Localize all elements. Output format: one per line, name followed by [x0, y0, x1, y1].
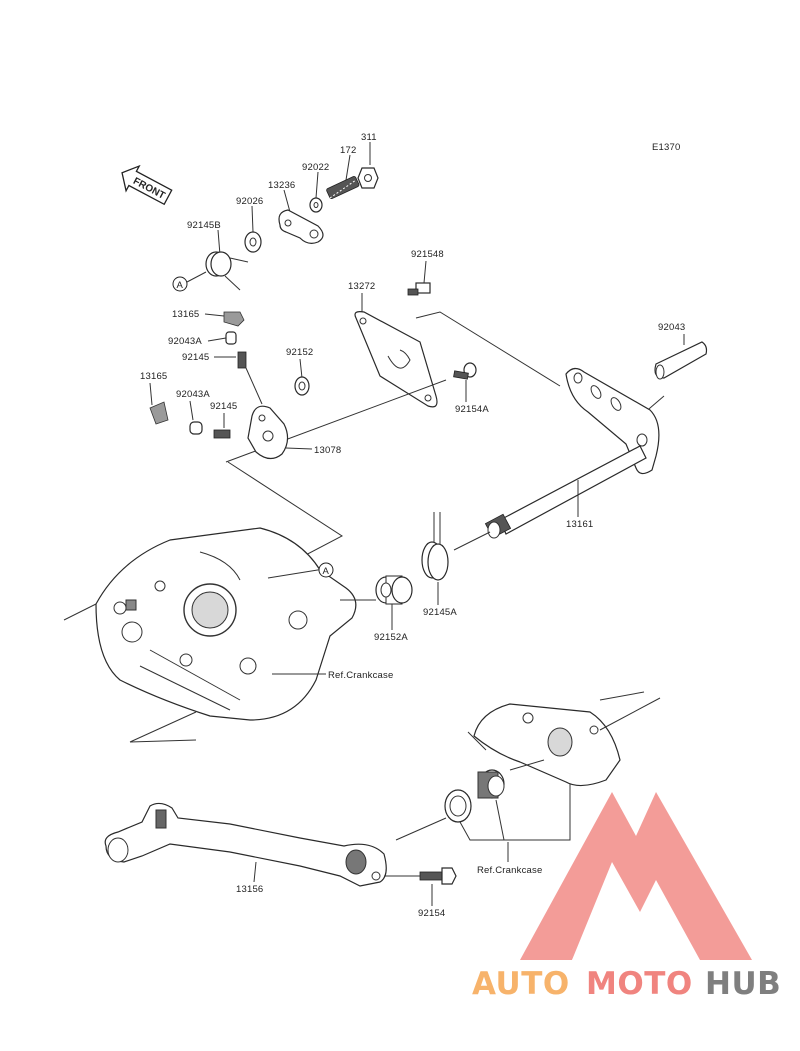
collar-92152A	[375, 575, 413, 605]
label-92043Ab: 92043A	[176, 389, 210, 400]
crankcase-lower	[473, 703, 621, 787]
label-13078: 13078	[314, 445, 341, 456]
watermark-auto: AUTO	[472, 966, 570, 1002]
label-13156: 13156	[236, 884, 263, 895]
oil-seal	[444, 789, 472, 823]
diagram-code: E1370	[652, 142, 680, 153]
spring-92145a	[237, 351, 247, 369]
bolt-172	[326, 176, 360, 200]
label-172: 172	[340, 145, 356, 156]
pin-92043Aa	[225, 331, 237, 345]
shift-pedal-13156	[104, 802, 387, 887]
washer-92152	[294, 376, 310, 396]
callout-a-upper-text: A	[177, 280, 184, 291]
label-13272: 13272	[348, 281, 375, 292]
callout-a-lower-text: A	[323, 566, 330, 577]
label-92154A: 92154A	[455, 404, 489, 415]
label-921548: 921548	[411, 249, 444, 260]
watermark-hub: HUB	[705, 966, 781, 1002]
screw-92154A	[453, 362, 477, 380]
label-13161: 13161	[566, 519, 593, 530]
label-311: 311	[361, 132, 377, 143]
callout-a-lower	[318, 562, 334, 578]
spring-92145A	[421, 512, 449, 581]
ref-crankcase-upper: Ref.Crankcase	[328, 670, 393, 681]
callout-a-upper	[172, 276, 188, 292]
spring-92145b	[213, 429, 231, 439]
label-92145B: 92145B	[187, 220, 221, 231]
label-13165b: 13165	[140, 371, 167, 382]
label-92022: 92022	[302, 162, 329, 173]
washer-92022	[309, 197, 323, 213]
label-13236: 13236	[268, 180, 295, 191]
label-92145A: 92145A	[423, 607, 457, 618]
pin-92043Ab	[189, 421, 203, 435]
label-92145b: 92145	[210, 401, 237, 412]
front-arrow-icon: FRONT	[121, 164, 173, 206]
bolt-92154	[419, 867, 457, 885]
automotohub-logo	[520, 792, 752, 960]
nut-311	[357, 167, 379, 189]
label-92026: 92026	[236, 196, 263, 207]
washer-92026	[244, 231, 262, 253]
label-92145a: 92145	[182, 352, 209, 363]
stopper-plate-13272	[354, 311, 438, 408]
bolt-921548	[407, 282, 431, 296]
label-92152: 92152	[286, 347, 313, 358]
shift-shaft-13161	[484, 367, 660, 539]
label-92043Aa: 92043A	[168, 336, 202, 347]
pawl-13165b	[149, 401, 169, 425]
bearing	[477, 769, 505, 799]
crankcase-upper	[95, 527, 357, 721]
label-92152A: 92152A	[374, 632, 408, 643]
label-92154: 92154	[418, 908, 445, 919]
spring-92145B	[205, 251, 249, 291]
label-13165a: 13165	[172, 309, 199, 320]
link-plate-13236	[278, 209, 324, 244]
watermark-moto: MOTO	[586, 966, 693, 1002]
shift-arm-13078	[247, 405, 289, 460]
label-92043: 92043	[658, 322, 685, 333]
ref-crankcase-lower: Ref.Crankcase	[477, 865, 542, 876]
pin-92043	[654, 341, 708, 380]
pawl-13165a	[223, 311, 245, 327]
